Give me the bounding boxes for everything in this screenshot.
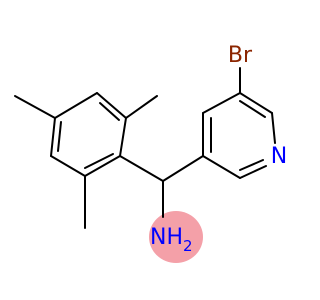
bond-ch-pyridyl: [162, 155, 204, 182]
amine-symbol: NH: [150, 225, 183, 250]
amine-highlight: [149, 211, 203, 263]
bond: [239, 165, 267, 179]
bond: [119, 117, 127, 157]
bond: [57, 121, 62, 152]
bond: [202, 155, 241, 179]
bond: [84, 153, 114, 169]
bond: [99, 102, 120, 121]
bond: [54, 92, 98, 119]
bond: [271, 112, 276, 144]
bond: [239, 100, 266, 118]
bond: [239, 159, 264, 171]
methyl-bond-top: [125, 95, 158, 119]
mesityl-ring: [50, 92, 127, 177]
bond: [50, 155, 86, 177]
bromine-label: Br: [228, 43, 253, 68]
bond-aryl-ch: [119, 155, 164, 182]
pyridine-nitrogen-label: N: [271, 144, 287, 169]
molecule-drawing: Br N NH2: [14, 43, 287, 263]
pyridine-ring: [202, 92, 276, 179]
amine-subscript: 2: [183, 237, 193, 255]
bond: [50, 117, 56, 157]
bond: [84, 155, 121, 177]
bond: [96, 92, 127, 119]
amine-label: NH2: [150, 225, 193, 255]
bond: [202, 92, 241, 114]
methyl-bond-left: [14, 95, 56, 119]
bond: [239, 92, 273, 114]
structure-diagram: Br N NH2: [14, 43, 288, 263]
